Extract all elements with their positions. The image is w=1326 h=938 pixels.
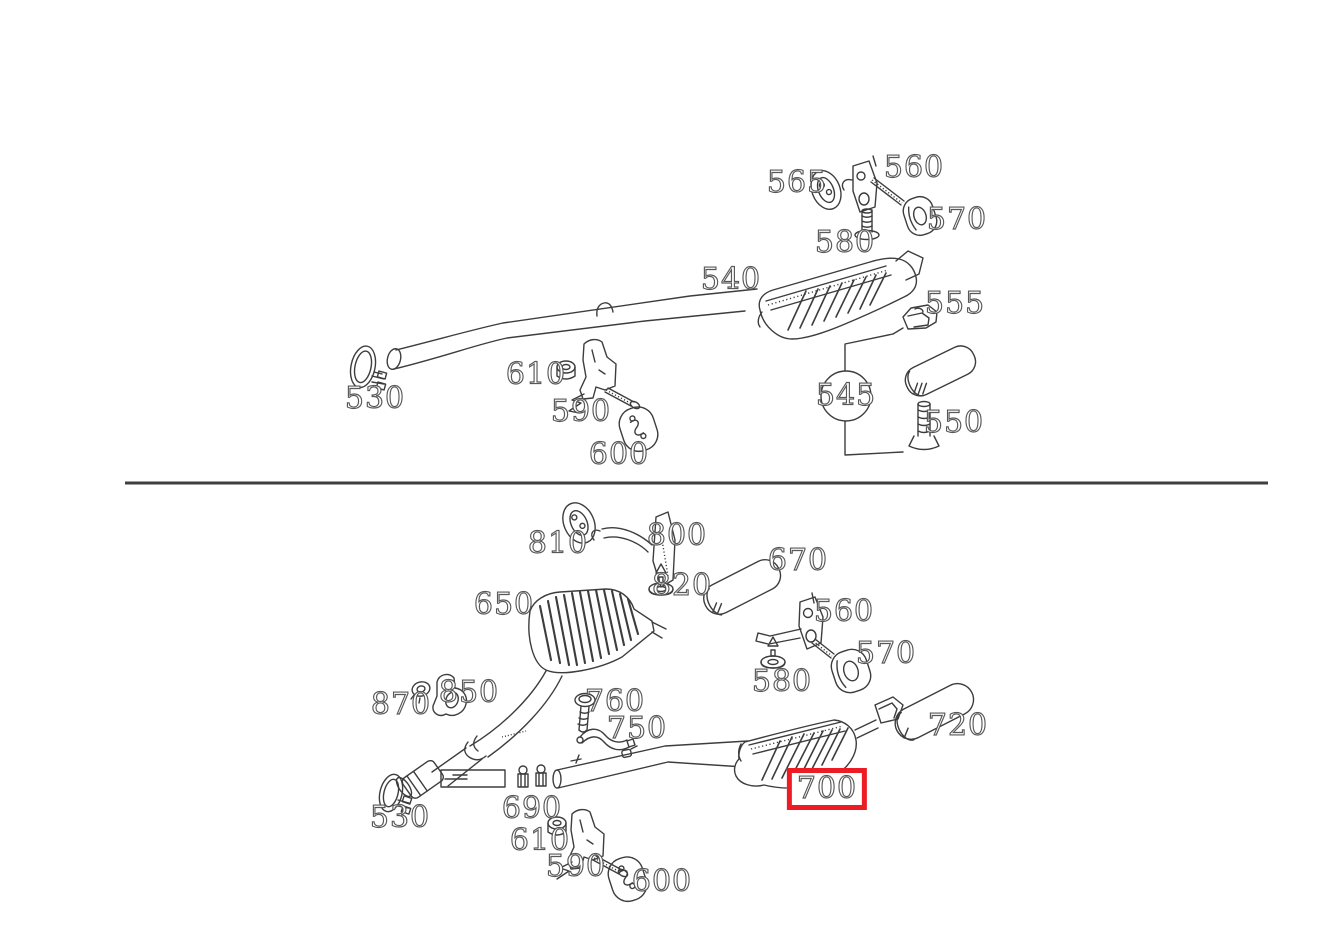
callout-bottom-600[interactable]: 600: [631, 864, 693, 899]
callout-top-600[interactable]: 600: [588, 437, 650, 472]
center-muffler-650: [528, 588, 667, 674]
front-pipe: [386, 288, 758, 371]
callout-top-610[interactable]: 610: [505, 357, 567, 392]
straight-pipe-section: [440, 769, 506, 788]
callout-bottom-690[interactable]: 690: [501, 791, 563, 826]
callout-top-555[interactable]: 555: [924, 286, 986, 321]
muffler-650-hatching: [538, 588, 640, 667]
hanger-bracket-590-top: [568, 338, 641, 414]
rubber-mount-570-top: [902, 195, 938, 237]
nut-610-bottom: [547, 816, 567, 836]
clip-580-bottom: [760, 636, 786, 669]
callout-bottom-820[interactable]: 820: [651, 568, 713, 603]
tailpipe-tip-545: [904, 345, 977, 397]
clip-820: [648, 563, 674, 596]
clamp-set-690: [517, 764, 547, 788]
screw-550: [908, 400, 940, 451]
callout-top-560[interactable]: 560: [883, 150, 945, 185]
callout-top-550[interactable]: 550: [923, 405, 985, 440]
muffler-hatching: [787, 272, 887, 331]
top-exhaust-assembly: [349, 155, 977, 456]
callout-bottom-700-highlighted[interactable]: 700: [786, 768, 868, 810]
bracket-560-top: [841, 155, 905, 213]
clamp-555: [892, 304, 938, 335]
bottom-exhaust-assembly: [378, 502, 975, 903]
callout-bottom-800[interactable]: 800: [646, 518, 708, 553]
callout-top-540[interactable]: 540: [700, 262, 762, 297]
rubber-mount-600-top: [618, 406, 659, 453]
rear-muffler-540: [757, 250, 924, 340]
clamp-530-top: [349, 345, 388, 391]
callout-bottom-590[interactable]: 590: [545, 849, 607, 884]
callout-top-565[interactable]: 565: [766, 165, 828, 200]
bracket-560-bottom: [755, 592, 835, 659]
nut-870: [410, 681, 431, 704]
callout-bottom-530[interactable]: 530: [369, 800, 431, 835]
screw-580-top: [854, 208, 880, 241]
callout-bottom-580[interactable]: 580: [751, 664, 813, 699]
rubber-mount-600-bottom: [607, 856, 648, 903]
tailpipe-tip-670: [703, 559, 782, 616]
rubber-mount-565: [810, 170, 842, 210]
tailpipe-tip-720: [894, 682, 975, 741]
callout-bottom-870[interactable]: 870: [370, 687, 432, 722]
rubber-mount-570-bottom: [830, 648, 872, 694]
callout-bottom-560[interactable]: 560: [813, 594, 875, 629]
nut-610-top: [556, 360, 576, 380]
screw-760: [574, 692, 596, 733]
downpipe-flex-section: [431, 670, 563, 787]
detail-frame-545: [820, 333, 904, 456]
callout-bottom-750[interactable]: 750: [606, 711, 668, 746]
callout-bottom-760[interactable]: 760: [584, 684, 646, 719]
callout-bottom-810[interactable]: 810: [527, 526, 589, 561]
callout-top-580[interactable]: 580: [814, 225, 876, 260]
balloon-545: [820, 370, 872, 422]
callout-top-570[interactable]: 570: [926, 202, 988, 237]
callout-bottom-650[interactable]: 650: [473, 587, 535, 622]
callout-top-530[interactable]: 530: [344, 381, 406, 416]
callout-bottom-670[interactable]: 670: [767, 543, 829, 578]
callout-bottom-570[interactable]: 570: [855, 636, 917, 671]
bracket-750: [576, 728, 636, 751]
callout-top-590[interactable]: 590: [550, 394, 612, 429]
clamp-530-bottom: [378, 773, 413, 815]
bracket-850: [432, 673, 468, 717]
callout-bottom-610[interactable]: 610: [509, 823, 571, 858]
bracket-800: [591, 511, 676, 588]
pipe-coupler-sleeve: [395, 759, 445, 799]
rear-pipe: [552, 740, 749, 789]
callout-bottom-720[interactable]: 720: [927, 708, 989, 743]
rubber-mount-810: [562, 502, 596, 544]
callout-top-545[interactable]: 545: [815, 378, 877, 413]
callout-bottom-850[interactable]: 850: [438, 675, 500, 710]
